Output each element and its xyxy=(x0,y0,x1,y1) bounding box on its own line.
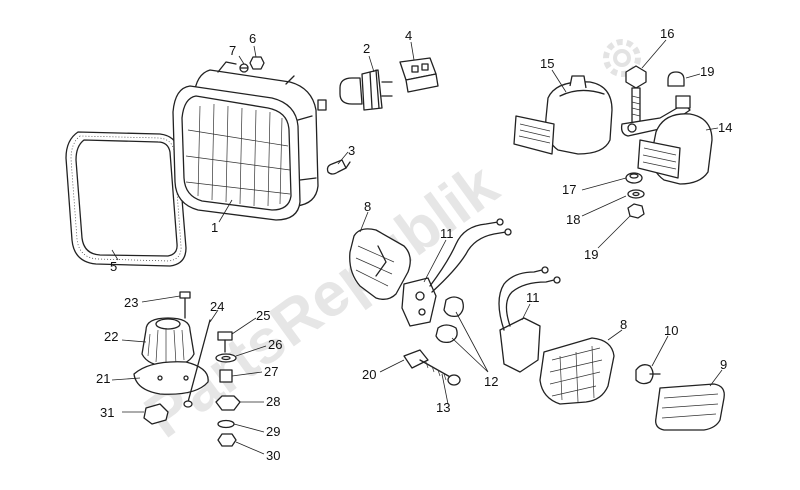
callout-2: 2 xyxy=(363,41,370,56)
part-16-bolt xyxy=(625,65,647,125)
part-2-bulb xyxy=(339,69,393,111)
callout-21: 21 xyxy=(96,371,110,386)
callout-27: 27 xyxy=(264,364,278,379)
callout-28: 28 xyxy=(266,394,280,409)
part-19-nut-bottom xyxy=(627,203,645,219)
part-13-screw xyxy=(419,359,461,386)
callout-15: 15 xyxy=(540,56,554,71)
part-26-washer xyxy=(215,353,237,363)
part-5-gasket xyxy=(65,131,187,267)
part-25-bolt xyxy=(217,331,233,353)
part-19-nut-top xyxy=(667,71,685,87)
part-6-nut xyxy=(249,56,265,70)
callout-31: 31 xyxy=(100,405,114,420)
callout-11-right: 11 xyxy=(526,290,540,305)
part-27-spacer xyxy=(219,369,233,383)
callout-12: 12 xyxy=(484,374,498,389)
part-9-reflector xyxy=(655,383,725,431)
part-8-indicator-left xyxy=(349,228,411,300)
callout-22: 22 xyxy=(104,329,118,344)
callout-23: 23 xyxy=(124,295,138,310)
part-14-horn xyxy=(620,95,713,185)
part-18-washer xyxy=(627,189,645,199)
part-31-block xyxy=(143,403,169,425)
callout-26: 26 xyxy=(268,337,282,352)
leader-lines xyxy=(111,39,723,455)
part-7-screw xyxy=(239,63,249,73)
callout-20: 20 xyxy=(362,367,376,382)
part-4-connector xyxy=(399,57,439,93)
callout-13: 13 xyxy=(436,400,450,415)
part-10-bulb xyxy=(635,364,661,385)
callout-1: 1 xyxy=(211,220,218,235)
part-17-washer xyxy=(625,172,643,184)
callout-29: 29 xyxy=(266,424,280,439)
callout-25: 25 xyxy=(256,308,270,323)
part-29-washer xyxy=(217,419,235,429)
callout-10: 10 xyxy=(664,323,678,338)
part-12-bulbs xyxy=(435,296,464,344)
callout-19-top: 19 xyxy=(700,64,714,79)
part-8-indicator-right xyxy=(539,337,615,405)
callout-5: 5 xyxy=(110,259,117,274)
part-24-screw xyxy=(183,319,211,408)
callout-14: 14 xyxy=(718,120,732,135)
part-11-socket-right xyxy=(498,266,561,373)
callout-16: 16 xyxy=(660,26,674,41)
callout-30: 30 xyxy=(266,448,280,463)
callout-8-right: 8 xyxy=(620,317,627,332)
callout-11-left: 11 xyxy=(440,226,454,241)
part-21-plate xyxy=(133,361,209,395)
part-20-bracket xyxy=(403,349,429,369)
part-1-headlamp xyxy=(172,61,327,221)
callout-labels: 1 2 3 4 5 6 7 8 8 9 10 11 11 12 13 14 15… xyxy=(96,26,732,463)
part-11-socket-left xyxy=(401,218,512,327)
callout-3: 3 xyxy=(348,143,355,158)
part-22-cap xyxy=(141,317,195,367)
callout-7: 7 xyxy=(229,43,236,58)
part-23-screw xyxy=(179,291,191,319)
callout-17: 17 xyxy=(562,182,576,197)
callout-6: 6 xyxy=(249,31,256,46)
callout-18: 18 xyxy=(566,212,580,227)
gear-icon xyxy=(603,39,641,77)
part-3-small-bulb xyxy=(326,159,351,175)
part-30-nut xyxy=(217,433,237,447)
callout-8-left: 8 xyxy=(364,199,371,214)
callout-19-bottom: 19 xyxy=(584,247,598,262)
callout-24: 24 xyxy=(210,299,224,314)
callout-9: 9 xyxy=(720,357,727,372)
callout-4: 4 xyxy=(405,28,412,43)
part-15-horn xyxy=(513,75,613,155)
